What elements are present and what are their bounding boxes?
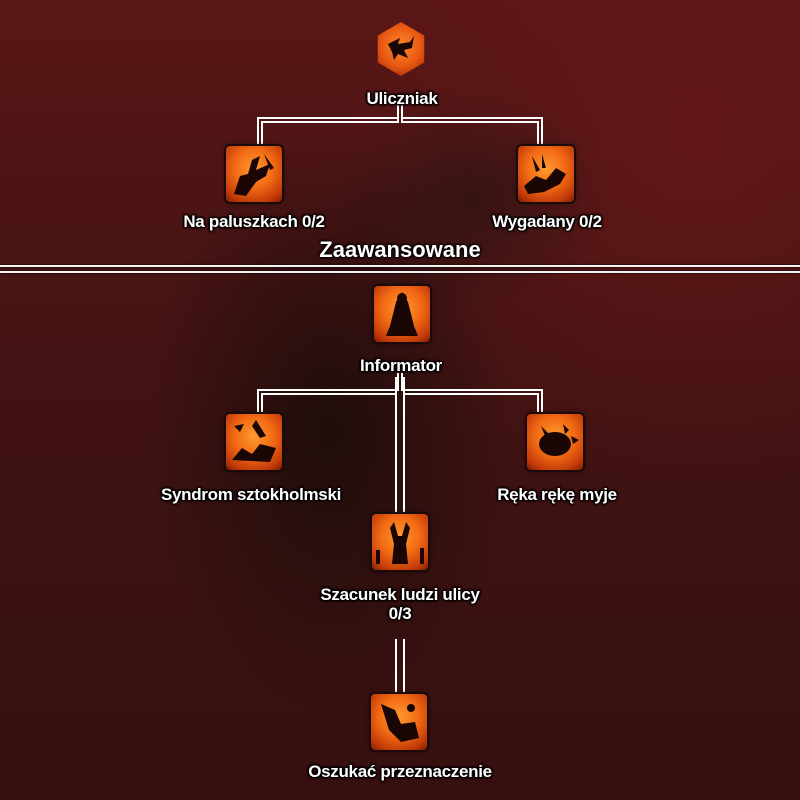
cheat-fate-icon[interactable]: [371, 694, 427, 750]
skill-label-wygadany: Wygadany 0/2: [492, 212, 602, 231]
skill-label-syndrom: Syndrom sztokholmski: [160, 485, 342, 504]
smooth-talker-icon[interactable]: [518, 146, 574, 202]
informant-icon[interactable]: [374, 286, 430, 342]
tiptoe-icon[interactable]: [226, 146, 282, 202]
skill-label-szacunek-line1: Szacunek ludzi ulicy: [320, 585, 480, 604]
section-divider: [0, 265, 800, 267]
hand-washes-hand-icon[interactable]: [527, 414, 583, 470]
skill-label-reka: Ręka rękę myje: [497, 485, 617, 504]
skill-label-na-paluszkach: Na paluszkach 0/2: [183, 212, 325, 231]
skill-label-szacunek: Szacunek ludzi ulicy 0/3: [320, 585, 480, 623]
skill-label-informator: Informator: [359, 356, 443, 375]
stockholm-syndrome-icon[interactable]: [226, 414, 282, 470]
skill-label-uliczniak: Uliczniak: [366, 89, 438, 108]
section-divider-lower: [0, 271, 800, 273]
skill-label-oszukac: Oszukać przeznaczenie: [308, 762, 492, 781]
section-title: Zaawansowane: [319, 237, 481, 262]
skill-label-szacunek-line2: 0/3: [388, 604, 412, 623]
street-respect-icon[interactable]: [372, 514, 428, 570]
